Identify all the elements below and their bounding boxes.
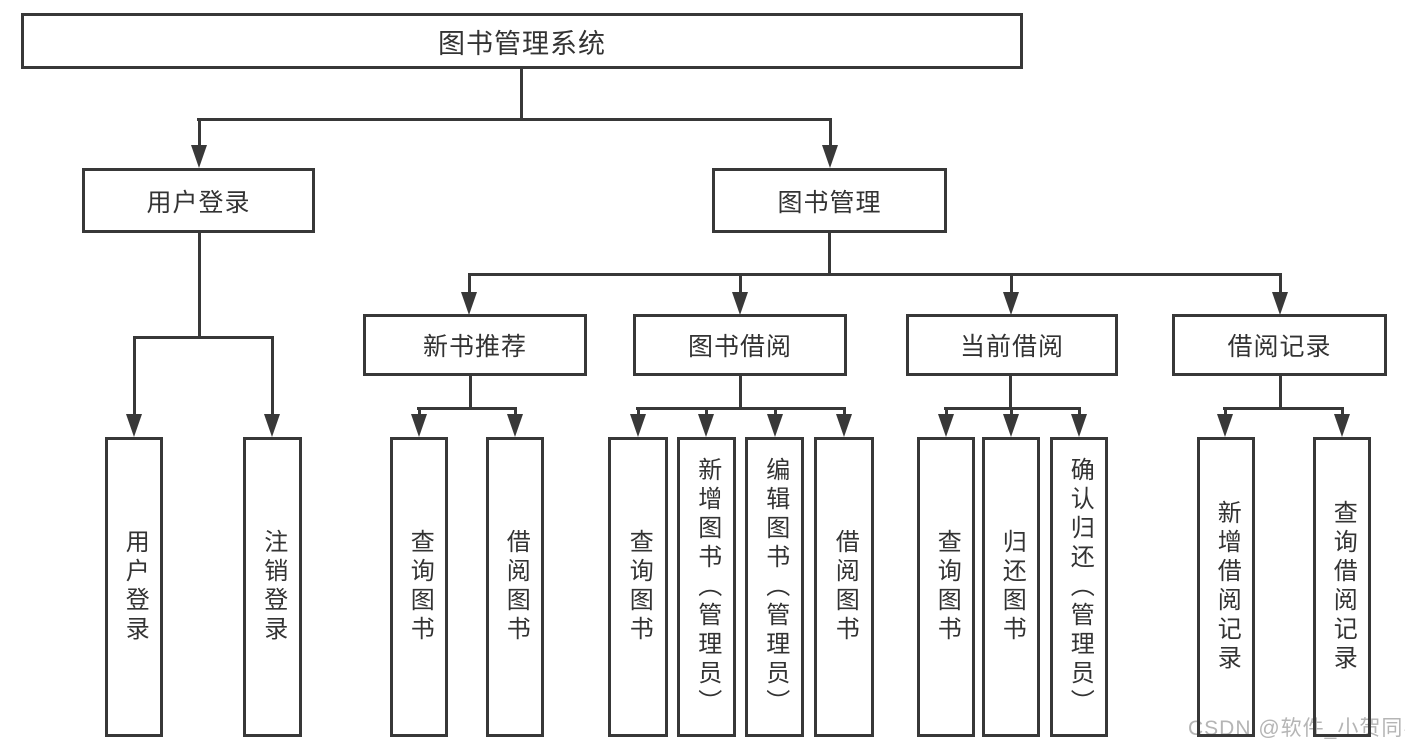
- leaf-label: 查询图书: [406, 529, 434, 645]
- node-label: 用户登录: [146, 188, 251, 217]
- leaf-confirm-return-admin: 确认归还（管理员）: [1050, 437, 1108, 737]
- leaf-user-login: 用户登录: [105, 437, 163, 737]
- node-label: 借阅记录: [1227, 333, 1332, 361]
- connector-login-rail: [133, 336, 274, 339]
- node-label: 当前借阅: [959, 333, 1064, 361]
- arrow-down-icon: [1334, 414, 1350, 437]
- connector-management-stub: [828, 233, 831, 273]
- node-label: 图书管理系统: [438, 28, 606, 59]
- connector-arrow-line: [1224, 407, 1227, 417]
- leaf-label: 新增图书（管理员）: [693, 456, 721, 718]
- arrow-down-icon: [1071, 414, 1087, 437]
- leaf-query-borrow-record: 查询借阅记录: [1313, 437, 1371, 737]
- arrow-down-icon: [822, 145, 838, 168]
- arrow-down-icon: [767, 414, 783, 437]
- node-borrow-records: 借阅记录: [1172, 314, 1387, 376]
- connector-level1-rail: [197, 118, 832, 121]
- connector-arrow-line: [198, 118, 201, 146]
- arrow-down-icon: [126, 414, 142, 437]
- connector-current-stub: [1009, 376, 1012, 407]
- connector-arrow-line: [133, 336, 136, 415]
- connector-arrow-line: [418, 407, 421, 417]
- leaf-label: 借阅图书: [502, 529, 530, 645]
- leaf-label: 用户登录: [121, 529, 149, 645]
- leaf-label: 查询图书: [933, 529, 961, 645]
- arrow-down-icon: [938, 414, 954, 437]
- connector-arrow-line: [843, 407, 846, 417]
- leaf-label: 归还图书: [998, 529, 1026, 645]
- connector-arrow-line: [514, 407, 517, 417]
- connector-arrow-line: [468, 273, 471, 293]
- leaf-add-borrow-record: 新增借阅记录: [1197, 437, 1255, 737]
- node-label: 图书管理: [777, 188, 882, 217]
- node-label: 图书借阅: [687, 333, 792, 361]
- leaf-borrow-books: 借阅图书: [814, 437, 874, 737]
- leaf-label: 确认归还（管理员）: [1066, 456, 1094, 718]
- connector-arrow-line: [945, 407, 948, 417]
- connector-borrow-stub: [739, 376, 742, 407]
- leaf-add-books-admin: 新增图书（管理员）: [677, 437, 736, 737]
- leaf-query-books-recommend: 查询图书: [390, 437, 448, 737]
- connector-arrow-line: [637, 407, 640, 417]
- node-library-management-system: 图书管理系统: [21, 13, 1023, 69]
- leaf-query-books-borrow: 查询图书: [608, 437, 668, 737]
- arrow-down-icon: [698, 414, 714, 437]
- connector-level2-rail: [468, 273, 1282, 276]
- arrow-down-icon: [1003, 292, 1019, 315]
- leaf-label: 注销登录: [259, 529, 287, 645]
- leaf-logout: 注销登录: [243, 437, 302, 737]
- arrow-down-icon: [264, 414, 280, 437]
- leaf-query-books-current: 查询图书: [917, 437, 975, 737]
- leaf-label: 借阅图书: [831, 529, 859, 645]
- arrow-down-icon: [411, 414, 427, 437]
- connector-recommend-rail: [417, 407, 517, 410]
- connector-arrow-line: [1010, 273, 1013, 293]
- connector-borrow-rail: [636, 407, 846, 410]
- node-book-borrow: 图书借阅: [633, 314, 847, 376]
- connector-arrow-line: [705, 407, 708, 417]
- arrow-down-icon: [507, 414, 523, 437]
- arrow-down-icon: [1217, 414, 1233, 437]
- connector-records-stub: [1279, 376, 1282, 407]
- arrow-down-icon: [836, 414, 852, 437]
- connector-recommend-stub: [469, 376, 472, 407]
- node-label: 新书推荐: [422, 333, 527, 361]
- connector-arrow-line: [1279, 273, 1282, 293]
- leaf-borrow-books-recommend: 借阅图书: [486, 437, 544, 737]
- connector-records-rail: [1223, 407, 1344, 410]
- leaf-label: 新增借阅记录: [1213, 500, 1241, 674]
- connector-arrow-line: [829, 118, 832, 146]
- arrow-down-icon: [630, 414, 646, 437]
- leaf-edit-books-admin: 编辑图书（管理员）: [745, 437, 804, 737]
- leaf-return-books: 归还图书: [982, 437, 1040, 737]
- connector-arrow-line: [774, 407, 777, 417]
- node-new-book-recommend: 新书推荐: [363, 314, 587, 376]
- connector-login-stub: [198, 233, 201, 336]
- arrow-down-icon: [1272, 292, 1288, 315]
- arrow-down-icon: [732, 292, 748, 315]
- arrow-down-icon: [191, 145, 207, 168]
- connector-arrow-line: [1078, 407, 1081, 417]
- node-current-borrow: 当前借阅: [906, 314, 1118, 376]
- leaf-label: 查询借阅记录: [1329, 500, 1357, 674]
- connector-root-stub: [520, 69, 523, 118]
- arrow-down-icon: [461, 292, 477, 315]
- connector-arrow-line: [1010, 407, 1013, 417]
- connector-arrow-line: [739, 273, 742, 293]
- leaf-label: 查询图书: [625, 529, 653, 645]
- node-book-management: 图书管理: [712, 168, 947, 233]
- connector-arrow-line: [271, 336, 274, 415]
- node-user-login: 用户登录: [82, 168, 315, 233]
- leaf-label: 编辑图书（管理员）: [761, 456, 789, 718]
- arrow-down-icon: [1003, 414, 1019, 437]
- connector-arrow-line: [1341, 407, 1344, 417]
